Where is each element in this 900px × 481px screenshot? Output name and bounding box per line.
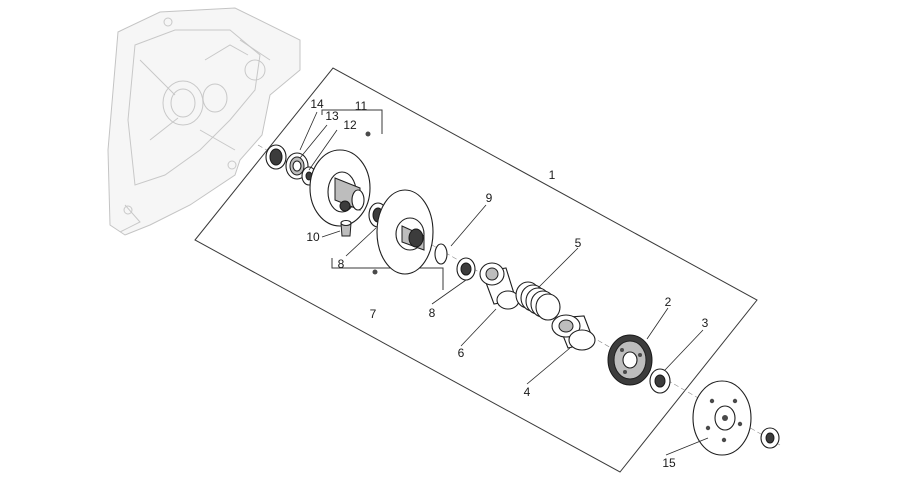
marker-dot-11 [365, 131, 371, 137]
part-13-bearing [285, 152, 309, 180]
part-3-nut [649, 368, 671, 394]
callout-10: 10 [306, 230, 320, 244]
callout-8-upper: 8 [338, 257, 345, 271]
callout-5: 5 [575, 236, 582, 250]
callout-13: 13 [325, 109, 339, 123]
marker-dot-7 [372, 269, 378, 275]
bracket-11 [321, 109, 383, 134]
part-14-seal [265, 144, 287, 170]
callout-15: 15 [662, 456, 676, 470]
part-6-sleeve [479, 262, 520, 310]
part-15-clutch-bell [692, 380, 752, 456]
part-8-bearing-lower [456, 257, 476, 281]
part-end-nut [760, 427, 780, 449]
part-7-movable-pulley [376, 189, 434, 275]
callout-3: 3 [702, 316, 709, 330]
callout-12: 12 [343, 118, 357, 132]
crankcase-housing [107, 7, 301, 236]
part-9-oring [434, 243, 448, 265]
assembly-frame-1 [194, 67, 758, 473]
callout-11: 11 [355, 99, 368, 113]
callout-14: 14 [310, 97, 324, 111]
callout-6: 6 [458, 346, 465, 360]
callout-8-lower: 8 [429, 306, 436, 320]
callout-2: 2 [665, 295, 672, 309]
part-2-clutch [607, 334, 653, 386]
part-11-fixed-pulley [309, 149, 371, 227]
leader-lines [299, 111, 709, 456]
part-10-pin [340, 219, 352, 237]
callout-9: 9 [486, 191, 493, 205]
callout-4: 4 [524, 385, 531, 399]
part-5-spring [515, 281, 561, 321]
bracket-7 [331, 258, 444, 290]
part-4-bushing [551, 314, 596, 351]
callout-7: 7 [370, 307, 377, 321]
callout-1: 1 [549, 168, 556, 182]
